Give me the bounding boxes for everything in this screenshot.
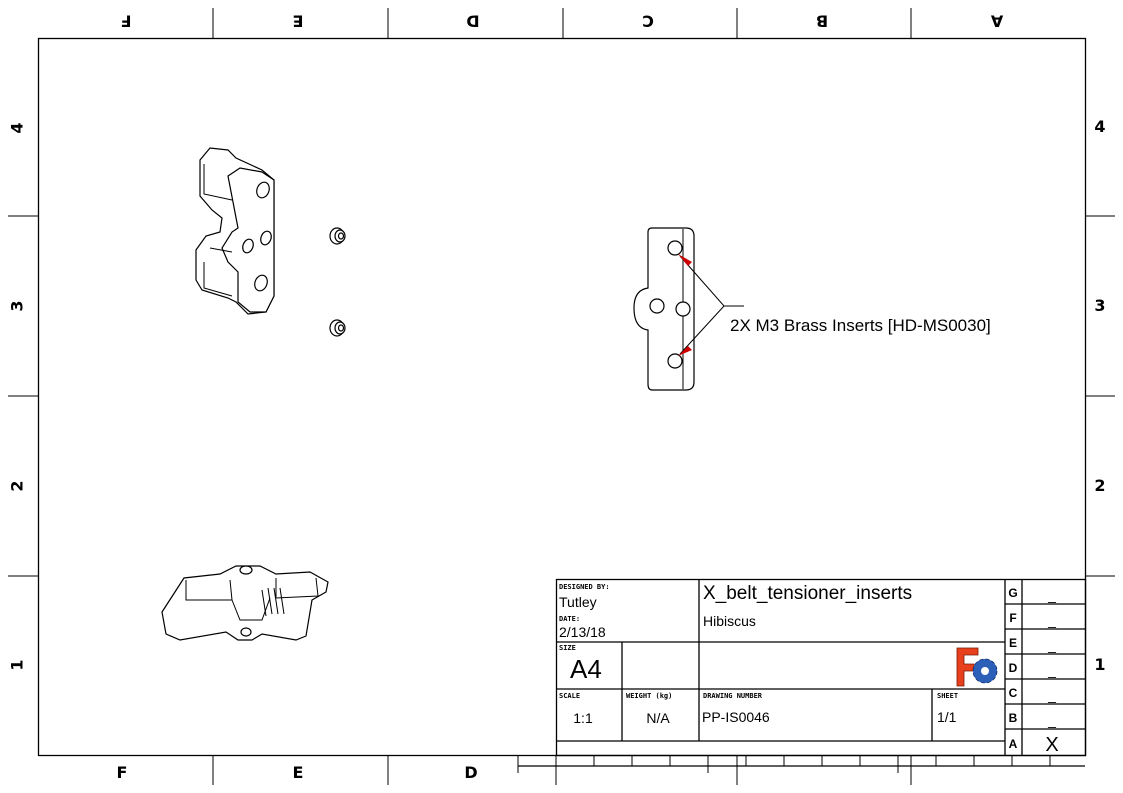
zone-label-top: D [466, 12, 479, 31]
zone-label-left: 4 [8, 122, 27, 133]
weight-label: WEIGHT (kg) [626, 692, 672, 700]
revision-value: _ [1047, 687, 1056, 703]
size-value: A4 [570, 654, 602, 684]
sheet-label: SHEET [937, 692, 958, 700]
zone-label-bottom: E [293, 763, 304, 782]
zone-label-left: 2 [8, 480, 27, 491]
zone-label-bottom: D [464, 763, 477, 782]
zone-label-top: B [816, 12, 828, 31]
leader-annotation-arrows [678, 254, 744, 356]
size-label: SIZE [559, 644, 576, 652]
revision-letter: B [1009, 711, 1018, 725]
date-value: 2/13/18 [559, 624, 606, 640]
isometric-view-part-bottom [161, 565, 329, 641]
zone-label-top: F [121, 12, 132, 31]
revision-value: _ [1047, 637, 1056, 653]
drawing-number-label: DRAWING NUMBER [703, 692, 763, 700]
revision-value: _ [1047, 712, 1056, 728]
zone-label-right: 4 [1094, 117, 1105, 136]
scale-label: SCALE [559, 692, 580, 700]
freecad-logo [956, 647, 998, 687]
revision-letter: D [1009, 661, 1018, 675]
zone-label-top: C [642, 12, 654, 31]
brass-insert-isometric [329, 227, 346, 337]
annotation-text: 2X M3 Brass Inserts [HD-MS0030] [730, 316, 991, 335]
revision-letter: G [1008, 586, 1017, 600]
revision-letter: E [1009, 636, 1017, 650]
zone-label-left: 1 [8, 659, 27, 670]
zone-label-right: 3 [1094, 296, 1105, 315]
revision-value: X [1045, 734, 1058, 756]
weight-value: N/A [646, 710, 670, 726]
title-block [517, 578, 1087, 785]
drawing-number-value: PP-IS0046 [702, 709, 770, 725]
zone-label-top: A [990, 12, 1003, 31]
drawing-subtitle: Hibiscus [703, 613, 756, 629]
sheet-value: 1/1 [937, 709, 957, 725]
revision-letter: F [1009, 611, 1016, 625]
revision-value: _ [1047, 662, 1056, 678]
date-label: DATE: [559, 615, 580, 623]
drawing-title: X_belt_tensioner_inserts [703, 583, 912, 604]
zone-label-right: 1 [1094, 655, 1105, 674]
zone-dividers [8, 8, 1115, 785]
front-view-part [633, 227, 695, 391]
zone-label-left: 3 [8, 300, 27, 311]
scale-value: 1:1 [573, 710, 593, 726]
isometric-view-part [195, 147, 275, 315]
zone-label-bottom: F [117, 763, 128, 782]
designed-by-value: Tutley [559, 594, 597, 610]
revision-value: _ [1047, 612, 1056, 628]
designed-by-label: DESIGNED BY: [559, 583, 610, 591]
zone-label-top: E [293, 12, 304, 31]
revision-value: _ [1047, 587, 1056, 603]
revision-letter: C [1009, 686, 1018, 700]
zone-label-right: 2 [1094, 476, 1105, 495]
revision-letter: A [1009, 737, 1018, 751]
